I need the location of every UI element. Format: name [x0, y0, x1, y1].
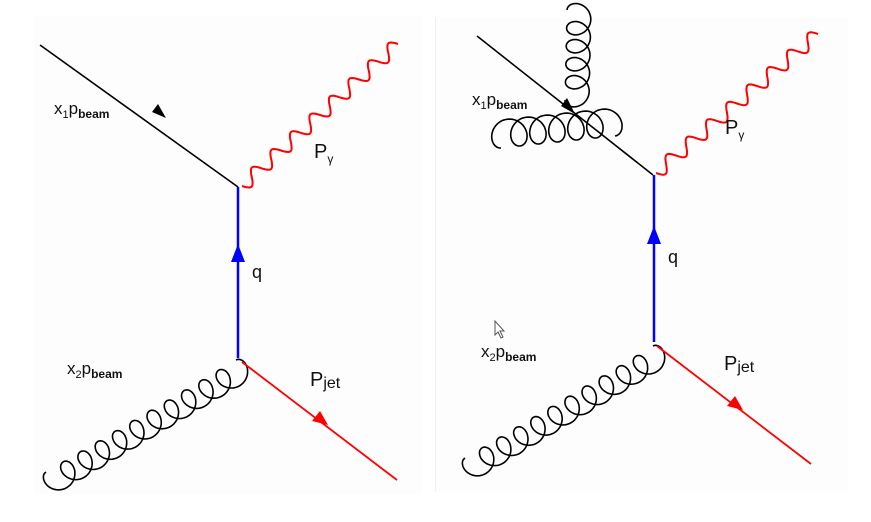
- diagram-panel-right: x1pbeam Pγ q x2pbeam Pjet: [435, 0, 871, 522]
- exchange-quark-label: q: [668, 247, 678, 267]
- incoming-quark-arrow: [152, 104, 166, 118]
- jet-label: Pjet: [724, 353, 755, 376]
- exchange-quark-arrow: [231, 244, 245, 262]
- jet-label: Pjet: [310, 369, 341, 392]
- jet-arrow: [312, 411, 328, 425]
- diagram-background-left: [34, 16, 422, 494]
- mouse-cursor-icon: [494, 319, 506, 339]
- incoming-quark-label: x1pbeam: [54, 99, 109, 121]
- exchange-quark-arrow: [647, 226, 661, 244]
- exchange-quark-label: q: [252, 262, 262, 282]
- photon-wavy-line: [655, 31, 819, 176]
- feynman-diagram-right: x1pbeam Pγ q x2pbeam Pjet: [461, 2, 819, 477]
- photon-label: Pγ: [725, 117, 744, 142]
- incoming-quark-line: [39, 44, 239, 188]
- diagram-panel-left: x1pbeam Pγ q x2pbeam Pjet: [0, 0, 430, 522]
- radiated-gluon-coil-left: [490, 108, 623, 149]
- incoming-gluon-coil: [461, 344, 666, 477]
- photon-wavy-line: [241, 41, 399, 189]
- diagram-background-right: [435, 18, 848, 492]
- radiated-gluon-coil-top: [564, 2, 592, 108]
- incoming-gluon-label: x2pbeam: [481, 342, 536, 364]
- photon-label: Pγ: [314, 141, 333, 166]
- incoming-quark-label: x1pbeam: [472, 90, 527, 112]
- jet-arrow: [727, 396, 743, 410]
- incoming-gluon-label: x2pbeam: [67, 359, 122, 381]
- feynman-diagram-left: x1pbeam Pγ q x2pbeam Pjet: [39, 41, 399, 491]
- incoming-gluon-coil: [42, 358, 249, 491]
